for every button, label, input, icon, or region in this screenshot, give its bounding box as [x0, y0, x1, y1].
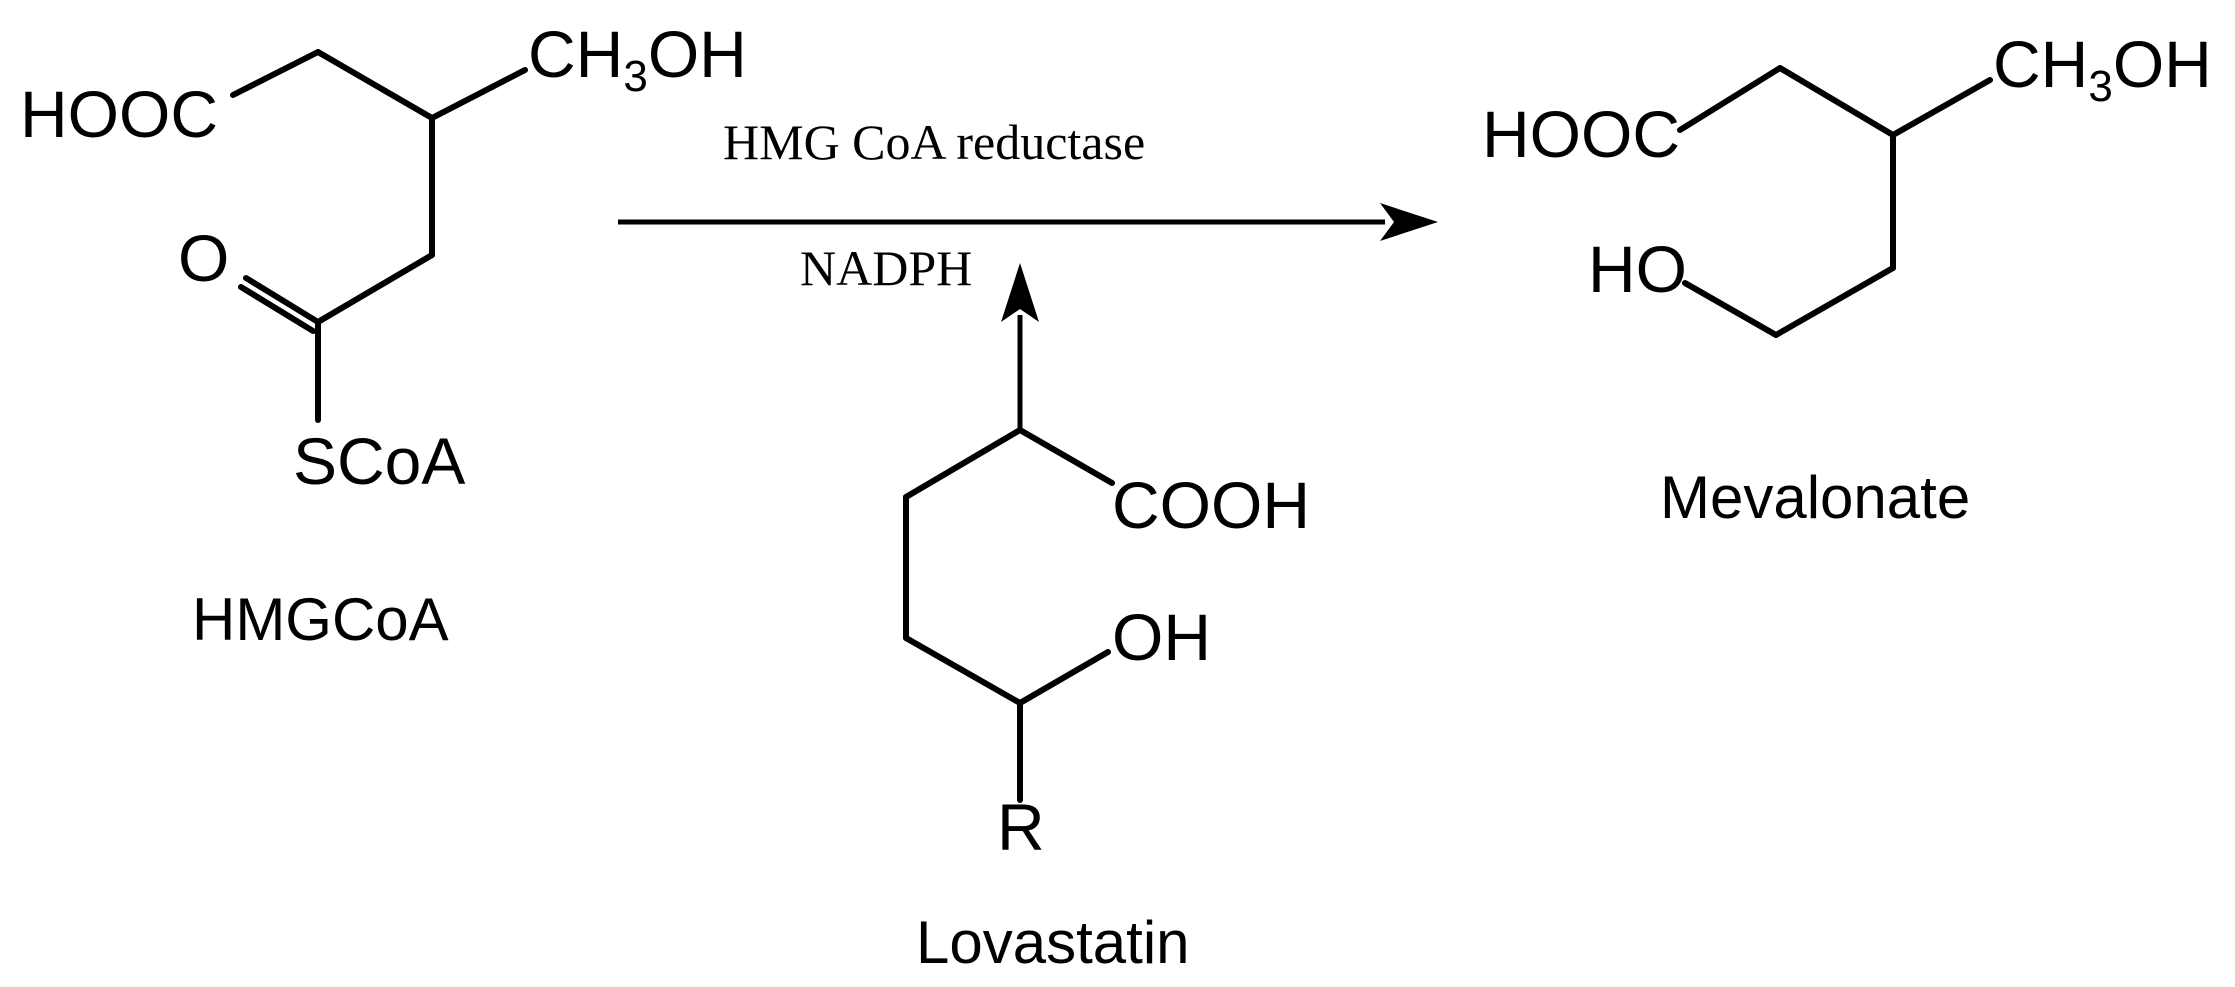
- lovastatin-r-label: R: [997, 790, 1045, 864]
- mevalonate-structure: HOOC CH3OH HO Mevalonate: [1482, 27, 2212, 531]
- hmgcoa-ch3oh-label: CH3OH: [528, 17, 747, 101]
- reaction-arrow: [618, 203, 1438, 241]
- mevalonate-ho-label: HO: [1588, 232, 1687, 306]
- lovastatin-name: Lovastatin: [916, 909, 1190, 976]
- hmgcoa-hooc-label: HOOC: [20, 77, 218, 151]
- hmgcoa-structure: HOOC CH3OH O SCoA HMGCoA: [20, 17, 747, 653]
- inhibition-arrow: [1001, 263, 1039, 430]
- cofactor-label: NADPH: [800, 240, 972, 296]
- mevalonate-hooc-label: HOOC: [1482, 97, 1680, 171]
- lovastatin-cooh-label: COOH: [1112, 468, 1310, 542]
- mevalonate-bonds: [1677, 65, 1993, 338]
- hmgcoa-carbonyl-o-label: O: [178, 221, 229, 295]
- hmgcoa-bonds: [230, 49, 528, 423]
- lovastatin-oh-label: OH: [1112, 600, 1211, 674]
- mevalonate-name: Mevalonate: [1660, 464, 1970, 531]
- enzyme-label: HMG CoA reductase: [723, 114, 1145, 170]
- lovastatin-bonds: [903, 427, 1115, 803]
- mevalonate-ch3oh-label: CH3OH: [1993, 27, 2212, 111]
- hmgcoa-name: HMGCoA: [192, 586, 449, 653]
- lovastatin-structure: COOH OH R Lovastatin: [903, 427, 1310, 976]
- hmgcoa-scoa-label: SCoA: [293, 424, 465, 498]
